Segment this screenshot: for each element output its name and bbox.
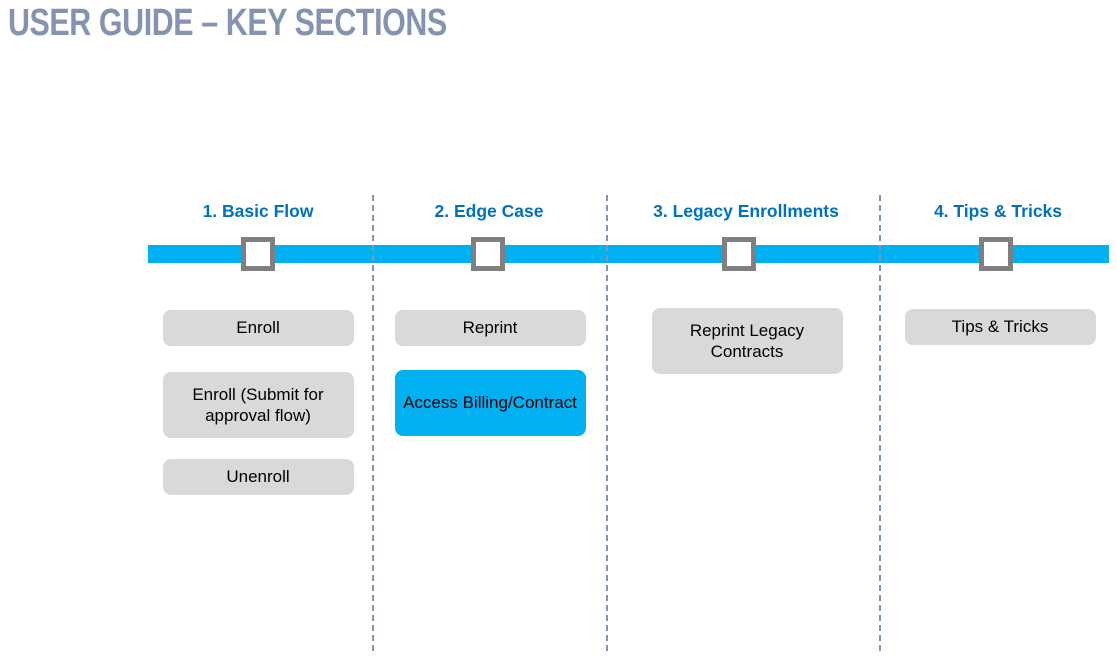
button-enroll-submit-approval[interactable]: Enroll (Submit for approval flow) <box>162 372 354 438</box>
page-title: USER GUIDE – KEY SECTIONS <box>8 2 447 44</box>
section-header-basic-flow: 1. Basic Flow <box>202 201 314 221</box>
timeline-bar <box>148 245 1109 263</box>
section-header-tips-tricks: 4. Tips & Tricks <box>933 201 1063 221</box>
divider-1 <box>372 195 374 653</box>
section-header-edge-case: 2. Edge Case <box>434 201 544 221</box>
divider-2 <box>606 195 608 653</box>
timeline-node-edge-case <box>471 237 505 271</box>
button-reprint[interactable]: Reprint <box>394 310 586 346</box>
timeline-node-basic-flow <box>241 237 275 271</box>
divider-3 <box>879 195 881 653</box>
button-unenroll[interactable]: Unenroll <box>162 459 354 495</box>
timeline-node-tips-tricks <box>979 237 1013 271</box>
button-enroll[interactable]: Enroll <box>162 310 354 346</box>
timeline-node-legacy-enrollments <box>722 237 756 271</box>
button-reprint-legacy-contracts[interactable]: Reprint Legacy Contracts <box>651 308 843 374</box>
button-tips-tricks[interactable]: Tips & Tricks <box>904 309 1096 345</box>
button-access-billing-contract[interactable]: Access Billing/Contract <box>394 370 586 436</box>
section-header-legacy-enrollments: 3. Legacy Enrollments <box>653 201 839 221</box>
